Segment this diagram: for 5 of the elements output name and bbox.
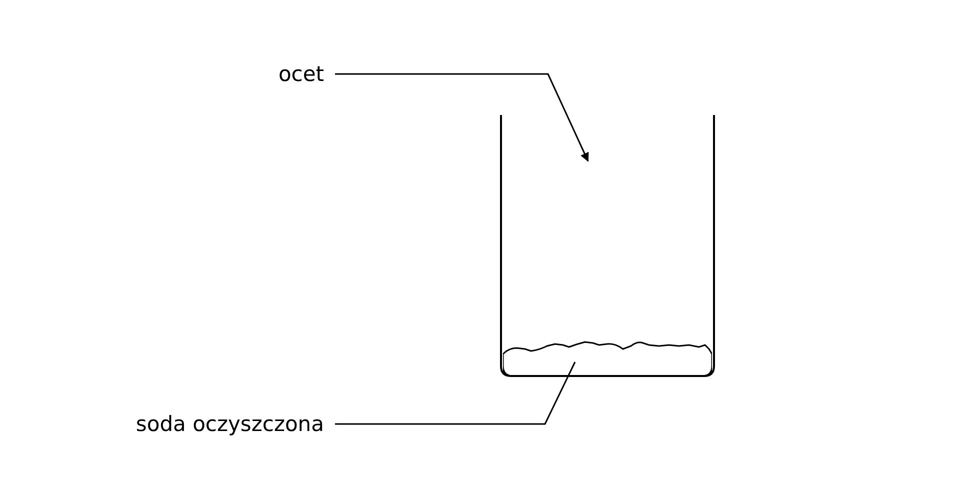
label-text: soda oczyszczona <box>136 414 324 434</box>
label-text: ocet <box>278 64 324 84</box>
arrow <box>335 73 589 162</box>
leader-line <box>335 362 576 425</box>
powder-drawing <box>503 340 712 376</box>
